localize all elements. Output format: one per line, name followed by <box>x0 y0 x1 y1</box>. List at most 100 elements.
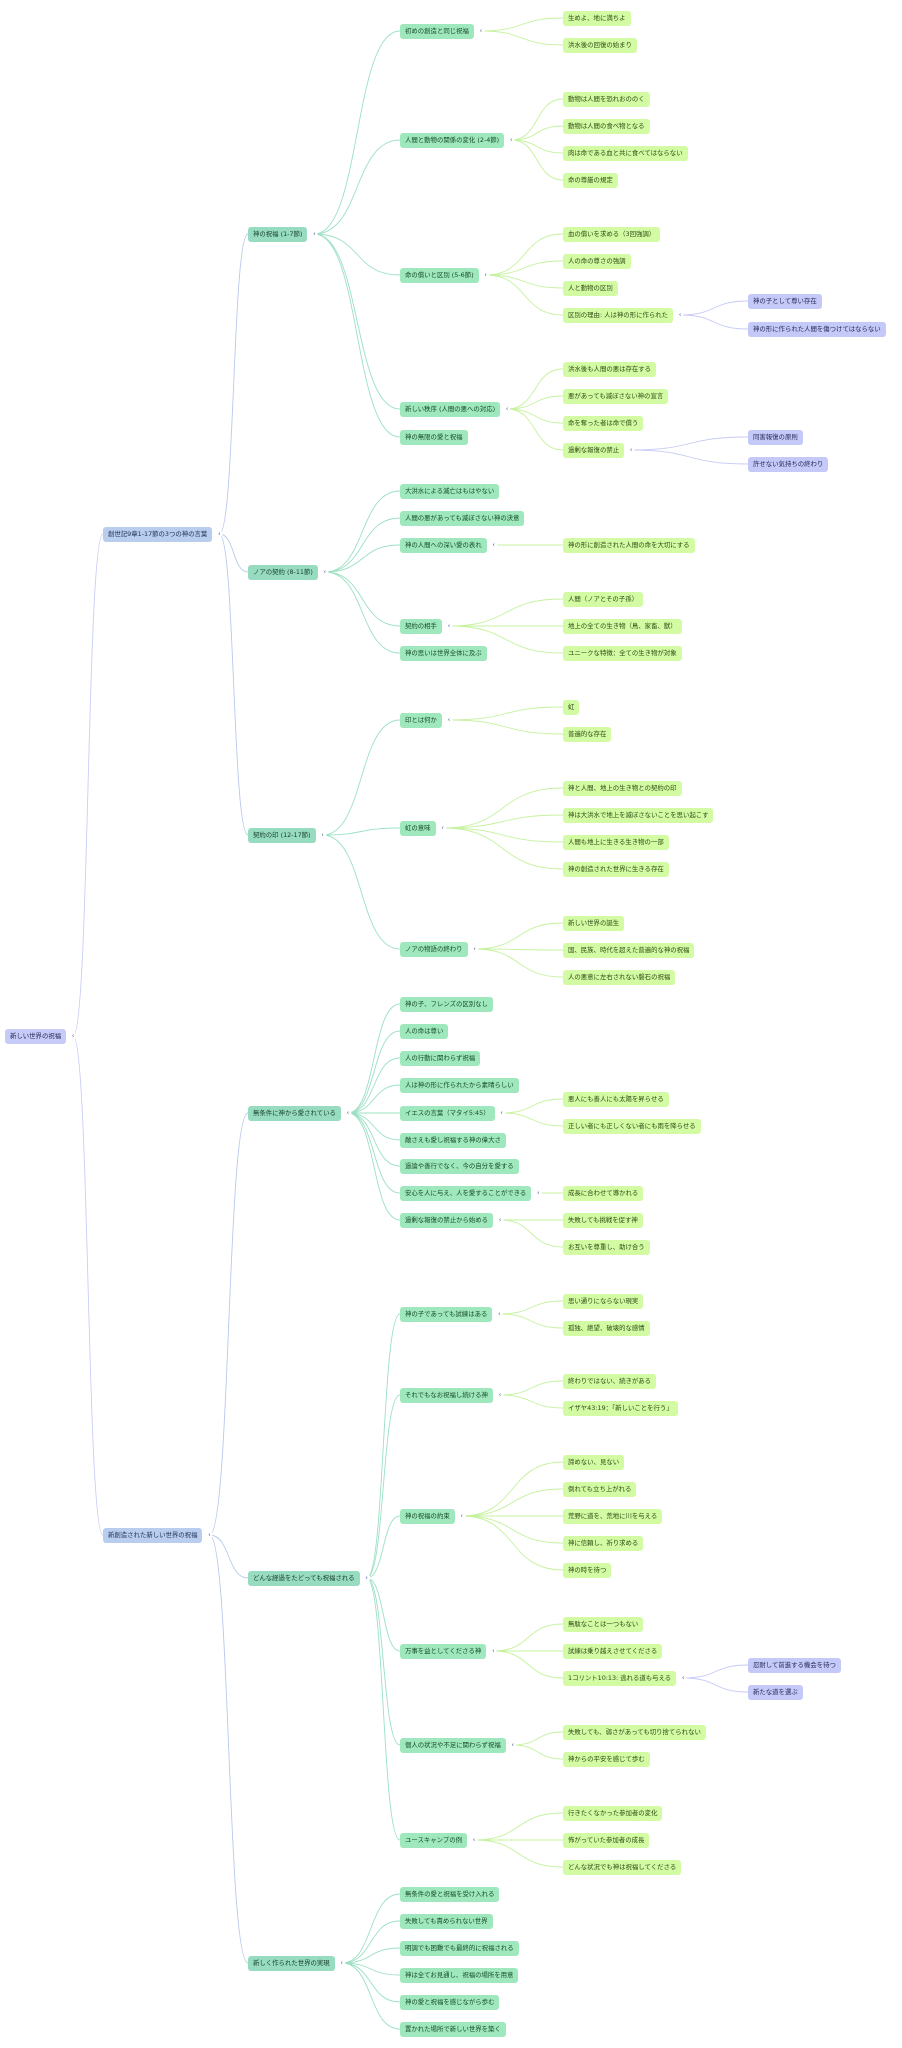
mindmap-node-level3[interactable]: 神の愛と祝福を感じながら歩む <box>400 1994 500 2010</box>
mindmap-node-level4[interactable]: 神は大洪水で地上を滅ぼさないことを思い起こす <box>563 807 714 823</box>
mindmap-node-level4[interactable]: 失敗しても挑戦を促す神 <box>563 1212 643 1228</box>
chevron-left-icon[interactable]: ‹ <box>496 1216 504 1224</box>
mindmap-node-level4[interactable]: 命の尊厳の規定 <box>563 172 618 188</box>
mindmap-node-level4[interactable]: 神からの平安を感じて歩む <box>563 1751 650 1767</box>
mindmap-node-level2[interactable]: 神の祝福 (1-7節) <box>248 226 308 242</box>
mindmap-node-level2[interactable]: 無条件に神から愛されている <box>248 1105 341 1121</box>
chevron-left-icon[interactable]: ‹ <box>445 622 453 630</box>
chevron-left-icon[interactable]: ‹ <box>507 136 515 144</box>
mindmap-node-level4[interactable]: 人間（ノアとその子孫） <box>563 591 643 607</box>
mindmap-node-level4[interactable]: 怖がっていた参加者の成長 <box>563 1832 650 1848</box>
mindmap-node-level2[interactable]: 契約の印 (12-17節) <box>248 827 316 843</box>
mindmap-node-level3[interactable]: 人間の悪があっても滅ぼさない神の決意 <box>400 510 525 526</box>
mindmap-node-level4[interactable]: 神と人間、地上の生き物との契約の印 <box>563 780 682 796</box>
mindmap-node-level4[interactable]: 神の形に創造された人間の命を大切にする <box>563 537 695 553</box>
mindmap-node-level5[interactable]: 忍耐して前進する機会を待つ <box>748 1657 841 1673</box>
mindmap-node-level4[interactable]: 肉は命である血と共に食べてはならない <box>563 145 688 161</box>
mindmap-node-level5[interactable]: 同害報復の原則 <box>748 429 803 445</box>
mindmap-node-level3[interactable]: 人の命は尊い <box>400 1023 449 1039</box>
mindmap-node-level3[interactable]: 明調でも困難でも最終的に祝福される <box>400 1940 519 1956</box>
mindmap-node-level3[interactable]: 失敗しても責められない世界 <box>400 1913 493 1929</box>
mindmap-node-level5[interactable]: 神の子として尊い存在 <box>748 293 822 309</box>
mindmap-node-level4[interactable]: 人と動物の区別 <box>563 280 618 296</box>
root-node[interactable]: 新しい世界の祝福 <box>5 1028 67 1044</box>
mindmap-node-level2[interactable]: どんな経過をたどっても祝福される <box>248 1570 360 1586</box>
mindmap-node-level4[interactable]: 人の悪意に左右されない磐石の祝福 <box>563 969 676 985</box>
chevron-left-icon[interactable]: ‹ <box>470 1836 478 1844</box>
mindmap-node-level4[interactable]: 荒野に道を、荒地に川を与える <box>563 1508 663 1524</box>
mindmap-node-level3[interactable]: 人は神の形に作られたから素晴らしい <box>400 1077 519 1093</box>
mindmap-node-level4[interactable]: 成長に合わせて導かれる <box>563 1185 644 1201</box>
mindmap-node-level4[interactable]: 行きたくなかった参加者の変化 <box>563 1805 663 1821</box>
chevron-left-icon[interactable]: ‹ <box>490 541 498 549</box>
chevron-left-icon[interactable]: ‹ <box>534 1189 542 1197</box>
mindmap-node-level4[interactable]: 洪水後の回復の始まり <box>563 37 637 53</box>
mindmap-node-level3[interactable]: 過論や善行でなく、今の自分を愛する <box>400 1158 519 1174</box>
chevron-left-icon[interactable]: ‹ <box>495 1310 503 1318</box>
mindmap-node-level3[interactable]: 神の祝福の約束 <box>400 1508 455 1524</box>
mindmap-node-level3[interactable]: 虹の意味 <box>400 820 436 836</box>
mindmap-node-level2[interactable]: 新しく作られた世界の実現 <box>248 1955 335 1971</box>
chevron-left-icon[interactable]: ‹ <box>482 271 490 279</box>
mindmap-node-level4[interactable]: 人の命の尊さの強調 <box>563 253 631 269</box>
chevron-left-icon[interactable]: ‹ <box>498 1109 506 1117</box>
chevron-left-icon[interactable]: ‹ <box>445 716 453 724</box>
mindmap-node-level4[interactable]: 地上の全ての生き物（鳥、家畜、獣） <box>563 618 682 634</box>
chevron-left-icon[interactable]: ‹ <box>69 1032 77 1040</box>
mindmap-node-level3[interactable]: 新しい秩序 (人間の悪への対応) <box>400 401 501 417</box>
chevron-left-icon[interactable]: ‹ <box>215 530 223 538</box>
mindmap-node-level4[interactable]: 悪人にも善人にも太陽を昇らせる <box>563 1091 669 1107</box>
chevron-left-icon[interactable]: ‹ <box>679 1674 687 1682</box>
chevron-left-icon[interactable]: ‹ <box>509 1741 517 1749</box>
mindmap-node-level3[interactable]: 神の思いは世界全体に及ぶ <box>400 645 487 661</box>
chevron-left-icon[interactable]: ‹ <box>205 1531 213 1539</box>
mindmap-node-level4[interactable]: 正しい者にも正しくない者にも雨を降らせる <box>563 1118 701 1134</box>
mindmap-node-level4[interactable]: イザヤ43:19：「新しいことを行う」 <box>563 1400 678 1416</box>
mindmap-node-level4[interactable]: 失敗しても、弱さがあっても切り捨てられない <box>563 1724 706 1740</box>
chevron-left-icon[interactable]: ‹ <box>344 1109 352 1117</box>
chevron-left-icon[interactable]: ‹ <box>676 311 684 319</box>
mindmap-node-level4[interactable]: 普遍的な存在 <box>563 726 612 742</box>
mindmap-node-level3[interactable]: 大洪水による滅亡はもはやない <box>400 483 500 499</box>
chevron-left-icon[interactable]: ‹ <box>503 405 511 413</box>
mindmap-node-level4[interactable]: 人間も地上に生きる生き物の一部 <box>563 834 669 850</box>
mindmap-node-level4[interactable]: 神に信頼し、祈り求める <box>563 1535 644 1551</box>
mindmap-node-level1[interactable]: 創世記9章1-17節の3つの神の言葉 <box>103 526 213 542</box>
chevron-left-icon[interactable]: ‹ <box>338 1959 346 1967</box>
mindmap-node-level3[interactable]: 神の人間への深い愛の表れ <box>400 537 487 553</box>
mindmap-node-level3[interactable]: 契約の相手 <box>400 618 442 634</box>
chevron-left-icon[interactable]: ‹ <box>477 27 485 35</box>
mindmap-node-level3[interactable]: 安心を人に与え、人を愛することができる <box>400 1185 532 1201</box>
mindmap-node-level4[interactable]: 悪があっても滅ぼさない神の宣言 <box>563 388 669 404</box>
chevron-left-icon[interactable]: ‹ <box>321 568 329 576</box>
mindmap-node-level3[interactable]: 人間と動物の関係の変化 (2-4節) <box>400 132 505 148</box>
chevron-left-icon[interactable]: ‹ <box>310 230 318 238</box>
mindmap-node-level4[interactable]: 倒れても立ち上がれる <box>563 1481 637 1497</box>
mindmap-node-level3[interactable]: 神の無限の愛と祝福 <box>400 429 468 445</box>
mindmap-node-level4[interactable]: 1コリント10:13: 逃れる道も与える <box>563 1670 677 1686</box>
mindmap-node-level3[interactable]: 過剰な報復の禁止から始める <box>400 1212 494 1228</box>
mindmap-node-level4[interactable]: 終わりではない、続きがある <box>563 1373 657 1389</box>
mindmap-node-level1[interactable]: 新創造された新しい世界の祝福 <box>103 1527 203 1543</box>
mindmap-node-level3[interactable]: それでもなお祝福し続ける神 <box>400 1387 493 1403</box>
chevron-left-icon[interactable]: ‹ <box>489 1647 497 1655</box>
chevron-left-icon[interactable]: ‹ <box>319 831 327 839</box>
chevron-left-icon[interactable]: ‹ <box>496 1391 504 1399</box>
mindmap-node-level4[interactable]: 洪水後も人間の悪は存在する <box>563 361 657 377</box>
mindmap-node-level4[interactable]: 神の時を待つ <box>563 1562 612 1578</box>
mindmap-node-level4[interactable]: 区別の理由: 人は神の形に作られた <box>563 307 674 323</box>
mindmap-node-level4[interactable]: 虹 <box>563 699 580 715</box>
mindmap-node-level4[interactable]: 過剰な報復の禁止 <box>563 442 625 458</box>
mindmap-node-level4[interactable]: 神の創造された世界に生きる存在 <box>563 861 669 877</box>
mindmap-node-level4[interactable]: 血の償いを求める（3回強調） <box>563 226 661 242</box>
mindmap-node-level3[interactable]: 万事を益としてくださる神 <box>400 1643 487 1659</box>
mindmap-node-level3[interactable]: 神の子であっても試練はある <box>400 1306 493 1322</box>
chevron-left-icon[interactable]: ‹ <box>471 945 479 953</box>
mindmap-node-level4[interactable]: 無駄なことは一つもない <box>563 1616 644 1632</box>
mindmap-node-level3[interactable]: 神の子、フレンズの区別なし <box>400 996 493 1012</box>
mindmap-node-level5[interactable]: 許せない気持ちの終わり <box>748 456 829 472</box>
chevron-left-icon[interactable]: ‹ <box>439 824 447 832</box>
mindmap-node-level4[interactable]: どんな状況でも神は祝福してくださる <box>563 1859 682 1875</box>
chevron-left-icon[interactable]: ‹ <box>363 1574 371 1582</box>
mindmap-node-level3[interactable]: 置かれた場所で新しい世界を築く <box>400 2021 506 2037</box>
